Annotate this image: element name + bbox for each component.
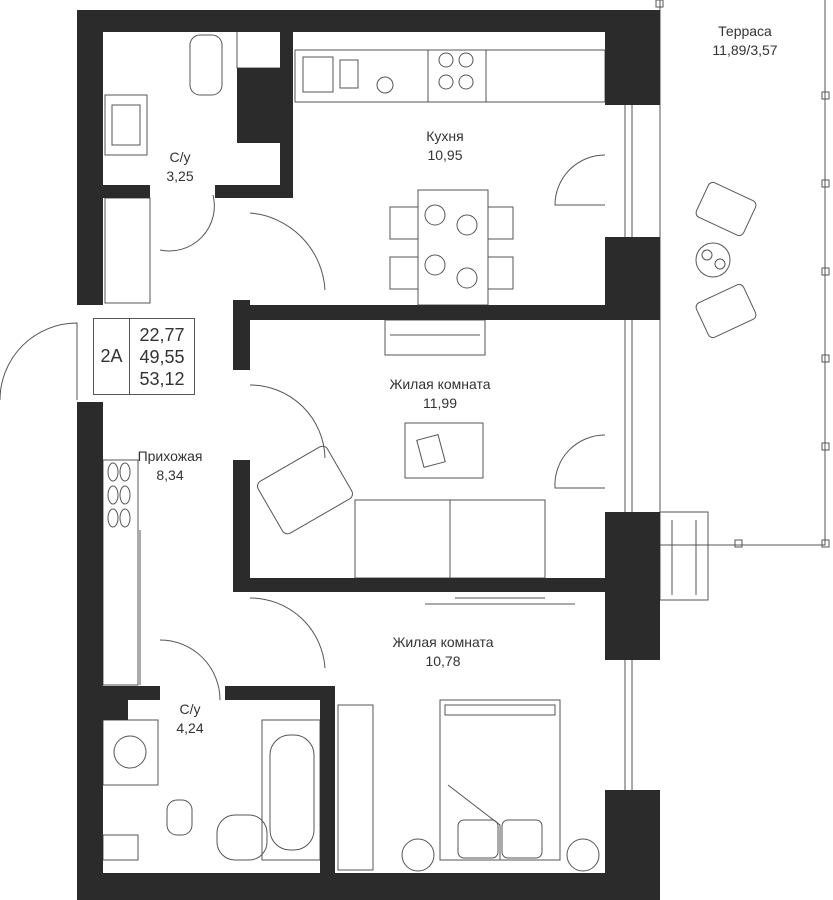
room-area: 11,99 <box>423 395 457 411</box>
room-label-living1: Жилая комната 11,99 <box>389 375 490 413</box>
room-label-bathroom1: С/у 3,25 <box>166 148 193 186</box>
room-area: 10,95 <box>427 147 463 163</box>
wall-right-3 <box>605 512 660 660</box>
room-name: Терраса <box>718 23 772 39</box>
room-label-living2: Жилая комната 10,78 <box>392 633 493 671</box>
wall-bottom <box>77 873 660 900</box>
doors <box>0 154 606 701</box>
wall-left-1 <box>77 10 103 305</box>
hallway-furniture <box>102 459 141 686</box>
wall-top <box>77 10 660 32</box>
room-area: 8,34 <box>156 467 184 483</box>
wall-bath2-right <box>320 686 335 876</box>
room-area: 10,78 <box>425 653 461 669</box>
room-name: С/у <box>179 701 201 717</box>
room-name: Кухня <box>426 128 464 144</box>
wall-living-left-1 <box>233 300 250 370</box>
room-name: Жилая комната <box>389 376 491 392</box>
room-label-bathroom2: С/у 4,24 <box>176 700 203 738</box>
room-name: Прихожая <box>137 448 203 464</box>
wall-kitchen-living <box>237 305 605 320</box>
bathroom2-fixtures <box>102 719 321 861</box>
room-name: Жилая комната <box>392 634 494 650</box>
wall-left-2 <box>77 402 103 900</box>
wall-living-left-2 <box>233 460 250 590</box>
room-label-terrace: Терраса 11,89/3,57 <box>712 22 777 60</box>
room-area: 3,25 <box>166 168 194 184</box>
wall-bath1-right <box>280 30 293 198</box>
apartment-info-box: 2А 22,77 49,55 53,12 <box>93 318 195 395</box>
total-area: 49,55 <box>139 346 185 367</box>
terrace-furniture <box>695 181 757 339</box>
wall-bath2-shaft <box>103 700 128 720</box>
total-with-terrace: 53,12 <box>139 368 185 389</box>
room-name: С/у <box>169 149 191 165</box>
terrace-outline <box>655 0 830 548</box>
wall-bath1-bottom-1 <box>77 185 150 198</box>
apartment-type: 2А <box>94 319 130 394</box>
wall-bath2-top-1 <box>77 686 160 700</box>
windows <box>624 105 709 790</box>
room-label-kitchen: Кухня 10,95 <box>426 127 463 165</box>
room-area: 11,89/3,57 <box>712 42 778 58</box>
wall-living-bedroom <box>233 578 605 592</box>
wall-right-1 <box>605 10 660 105</box>
room-label-hallway: Прихожая 8,34 <box>138 447 203 485</box>
room-area: 4,24 <box>176 720 204 736</box>
bedroom-furniture <box>337 699 600 872</box>
wall-bath1-bottom-2 <box>215 185 293 198</box>
wall-right-2 <box>605 237 660 320</box>
wall-bath1-shaft <box>237 68 282 143</box>
kitchen-furniture <box>294 49 606 306</box>
wall-bath2-top-2 <box>225 686 335 700</box>
living1-furniture <box>257 319 575 605</box>
living-area: 22,77 <box>139 324 185 345</box>
